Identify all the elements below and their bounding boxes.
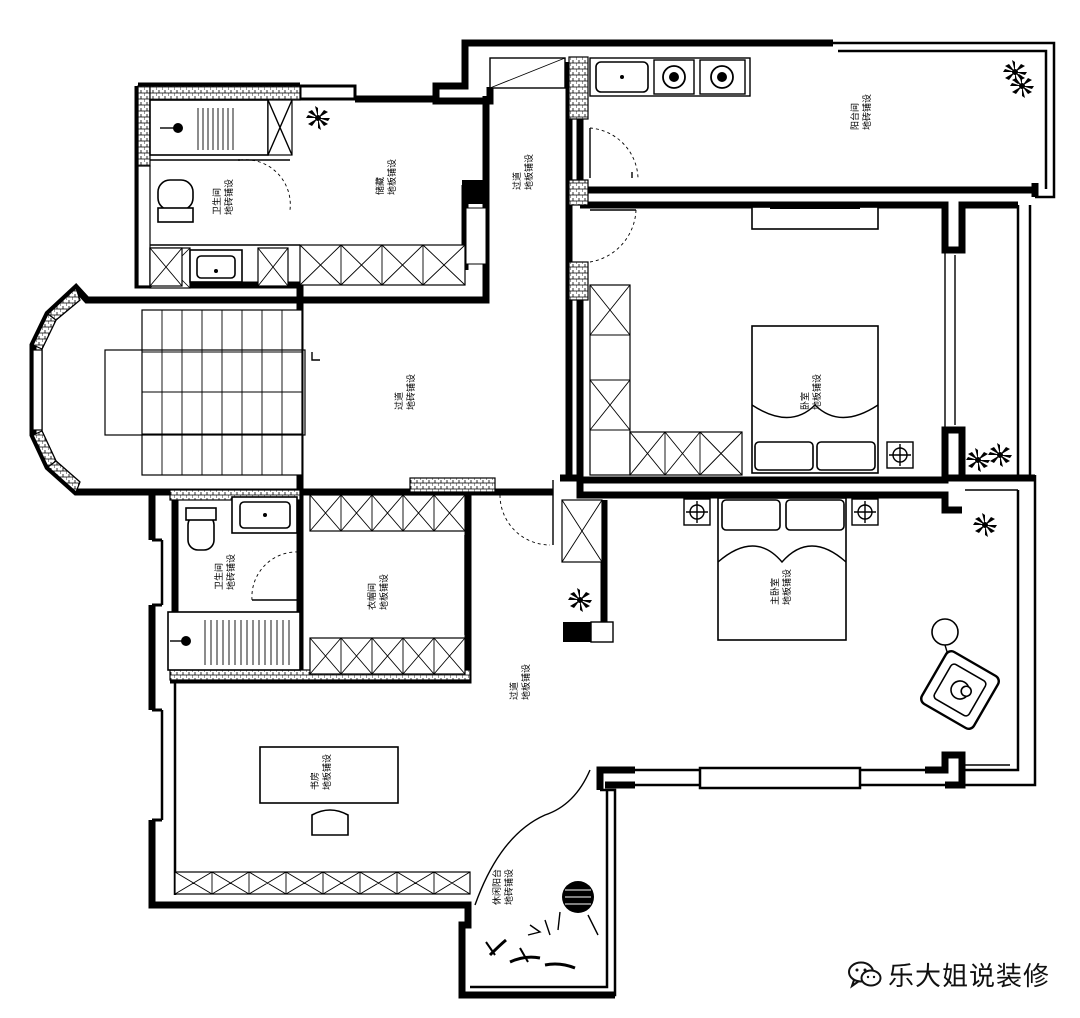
master-bedroom-furniture [568,497,1000,730]
label-bath-upper: 卫生间地砖铺设 [211,179,235,215]
watermark-text: 乐大姐说装修 [887,962,1050,992]
label-bath-lower: 卫生间地砖铺设 [213,554,237,590]
study-furniture [174,746,471,895]
label-study: 书房地板铺设 [309,754,333,790]
outer-walls [29,39,1056,999]
balcony-furniture [474,769,599,970]
upper-bathroom-fixtures [149,99,300,289]
label-master-bedroom: 主卧室地板铺设 [769,569,793,605]
bedroom-furniture [589,203,1012,476]
kitchen-counter [489,57,751,97]
lower-bathroom-fixtures [167,496,301,671]
label-bedroom: 卧室地板铺设 [799,374,823,410]
interior-walls [137,56,1035,890]
label-kitchen-balcony: 阳台间地砖铺设 [849,94,873,130]
label-corridor-upper: 过道地板铺设 [511,154,535,190]
wechat-icon [847,961,882,989]
label-stair-hall: 过道地砖铺设 [393,374,417,410]
cloakroom-wardrobes [309,494,603,675]
label-storage: 储藏地板铺设 [374,159,398,195]
watermark: 乐大姐说装修 [847,956,1050,993]
label-corridor-lower: 过道地板铺设 [508,664,532,700]
staircase [104,309,320,476]
label-cloakroom: 衣帽间地板铺设 [366,574,390,610]
room-labels: 过道地板铺设 阳台间地砖铺设 储藏地板铺设 卫生间地砖铺设 过道地砖铺设 卧室地… [211,94,873,905]
label-leisure-balcony: 休闲阳台地砖铺设 [491,869,515,905]
doors [238,127,639,601]
storage-wardrobe [299,244,466,286]
